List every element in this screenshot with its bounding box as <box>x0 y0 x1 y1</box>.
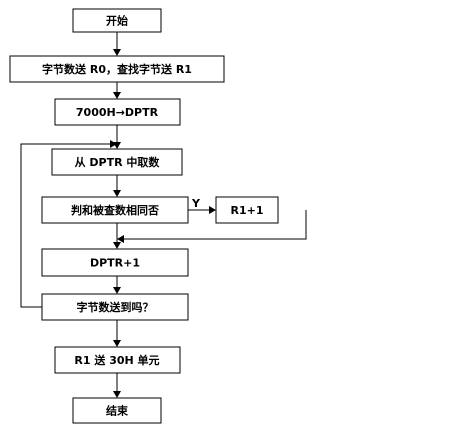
node-store-label: R1 送 30H 单元 <box>74 353 159 367</box>
node-set-dptr-label: 7000H→DPTR <box>76 106 159 119</box>
edge-start-to-init <box>113 32 121 56</box>
edge-loop-check-to-store <box>113 320 121 347</box>
node-fetch-label: 从 DPTR 中取数 <box>75 155 161 169</box>
edge-init-to-set-dptr <box>113 82 121 99</box>
edge-label-yes: Y <box>191 197 201 210</box>
node-fetch: 从 DPTR 中取数 <box>51 148 183 176</box>
node-compare-label: 判和被查数相同否 <box>71 203 159 217</box>
node-init-label: 字节数送 R0，查找字节送 R1 <box>42 62 192 76</box>
edge-compare-to-inc-r1 <box>188 206 216 214</box>
node-inc-dptr: DPTR+1 <box>41 248 189 277</box>
node-store: R1 送 30H 单元 <box>54 346 181 374</box>
node-end-label: 结束 <box>105 404 129 418</box>
node-inc-r1-label: R1+1 <box>231 204 264 217</box>
node-start: 开始 <box>72 8 162 33</box>
edge-inc-r1-return <box>117 210 307 243</box>
edge-inc-dptr-to-loop-check <box>113 276 121 294</box>
node-inc-dptr-label: DPTR+1 <box>90 257 140 270</box>
node-loop-check-label: 字节数送到吗？ <box>77 300 154 314</box>
node-init: 字节数送 R0，查找字节送 R1 <box>9 55 225 83</box>
edge-loop-back <box>20 140 117 308</box>
node-start-label: 开始 <box>106 14 128 28</box>
edge-compare-to-inc-dptr <box>113 223 121 249</box>
node-loop-check: 字节数送到吗？ <box>41 293 189 321</box>
node-inc-r1: R1+1 <box>215 196 279 224</box>
node-set-dptr: 7000H→DPTR <box>54 98 181 126</box>
node-end: 结束 <box>72 397 162 424</box>
node-compare: 判和被查数相同否 <box>41 196 189 224</box>
edge-store-to-end <box>113 373 121 398</box>
edge-fetch-to-compare <box>113 175 121 197</box>
